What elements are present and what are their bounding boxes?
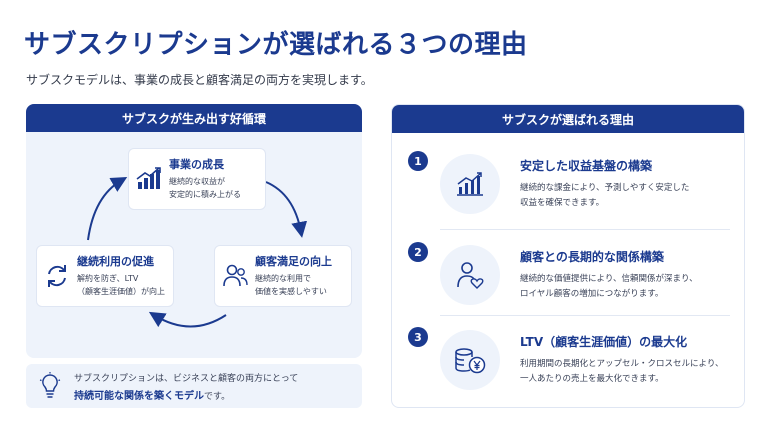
reason-desc-line1: 継続的な課金により、予測しやすく安定した [520, 183, 690, 194]
reasons-panel: サブスクが選ばれる理由 1 安定した収益基盤の構築 継続的な課金により、予測しや… [391, 104, 745, 408]
node-title: 継続利用の促進 [77, 255, 154, 269]
page-subtitle: サブスクモデルは、事業の成長と顧客満足の両方を実現します。 [26, 73, 373, 87]
users-icon [215, 263, 255, 289]
node-title: 事業の成長 [169, 158, 224, 172]
reason-title: 安定した収益基盤の構築 [520, 159, 653, 174]
node-desc-line1: 継続的な収益が [169, 177, 225, 187]
cycle-panel-heading: サブスクが生み出す好循環 [26, 104, 362, 132]
node-desc-line1: 継続的な利用で [255, 274, 311, 284]
reason-title: LTV（顧客生涯価値）の最大化 [520, 335, 688, 350]
reason-title: 顧客との長期的な関係構築 [520, 250, 664, 265]
reason-number-badge: 3 [408, 327, 428, 347]
tip-line2: 持続可能な関係を築くモデルです。 [74, 387, 298, 402]
cycle-node-growth: 事業の成長 継続的な収益が 安定的に積み上がる [128, 148, 266, 210]
reason-divider [440, 315, 730, 316]
reason-desc-line2: 一人あたりの売上を最大化できます。 [520, 374, 664, 384]
reason-desc-line1: 利用期間の長期化とアップセル・クロスセルにより、 [520, 359, 724, 370]
node-desc-line2: （顧客生涯価値）が向上 [77, 287, 165, 296]
cycle-arrows [87, 177, 308, 328]
coins-yen-icon [440, 330, 500, 390]
node-title: 顧客満足の向上 [255, 255, 332, 269]
reason-item-1: 1 安定した収益基盤の構築 継続的な課金により、予測しやすく安定した 収益を確保… [392, 143, 744, 225]
bar-chart-growth-icon [129, 167, 169, 191]
reason-item-3: 3 LTV（顧客生涯価値）の最大化 利用期間の長期化とアップセル・クロスセルによ… [392, 319, 744, 401]
user-heart-icon [440, 245, 500, 305]
reason-desc-line2: 収益を確保できます。 [520, 198, 605, 208]
reason-number-badge: 1 [408, 151, 428, 171]
cycle-node-satisfaction: 顧客満足の向上 継続的な利用で 価値を実感しやすい [214, 245, 352, 307]
node-desc-line2: 価値を実感しやすい [255, 287, 327, 296]
cycle-node-retention: 継続利用の促進 解約を防ぎ、LTV （顧客生涯価値）が向上 [36, 245, 174, 307]
cycle-tip: サブスクリプションは、ビジネスと顧客の両方にとって 持続可能な関係を築くモデルで… [26, 364, 362, 408]
reasons-panel-heading: サブスクが選ばれる理由 [392, 105, 744, 133]
tip-suffix: です。 [204, 391, 231, 402]
tip-highlight: 持続可能な関係を築くモデル [74, 390, 204, 402]
page-title: サブスクリプションが選ばれる３つの理由 [24, 30, 528, 60]
growth-chart-icon [440, 154, 500, 214]
reason-desc-line1: 継続的な価値提供により、信頼関係が深まり、 [520, 274, 698, 285]
arrow-satisfaction-to-retention [148, 311, 227, 328]
node-desc-line1: 解約を防ぎ、LTV [77, 274, 139, 284]
reason-desc-line2: ロイヤル顧客の増加につながります。 [520, 289, 664, 299]
lightbulb-icon [26, 372, 74, 400]
node-desc-line2: 安定的に積み上がる [169, 190, 241, 199]
refresh-cycle-icon [37, 263, 77, 289]
tip-line1: サブスクリプションは、ビジネスと顧客の両方にとって [74, 373, 299, 384]
reason-item-2: 2 顧客との長期的な関係構築 継続的な価値提供により、信頼関係が深まり、 ロイヤ… [392, 234, 744, 316]
reason-number-badge: 2 [408, 242, 428, 262]
arrow-growth-to-satisfaction [265, 181, 308, 238]
arrow-retention-to-growth [87, 177, 128, 241]
reason-divider [440, 229, 730, 230]
